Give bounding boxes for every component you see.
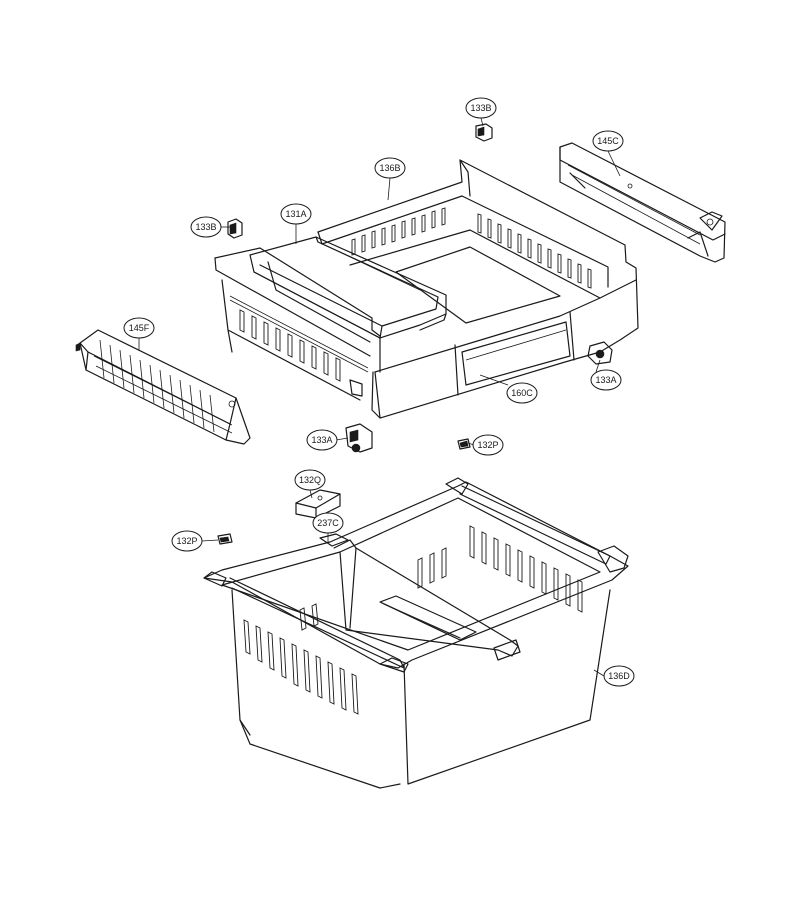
callout-145f: 145F [123,317,155,339]
svg-text:237C: 237C [317,518,339,528]
svg-text:133B: 133B [470,103,491,113]
svg-text:133B: 133B [195,222,216,232]
leader-lines [138,117,621,677]
part-131a-inner-bin [249,236,447,343]
basket-136d-front-slots [243,619,359,715]
svg-text:136B: 136B [379,163,400,173]
callout-132p-left: 132P [171,530,203,552]
part-132p-right [457,438,471,450]
callout-160c: 160C [506,382,538,404]
svg-text:133A: 133A [595,375,616,385]
svg-text:132P: 132P [176,536,197,546]
tray-136b-rear-slots [351,207,446,256]
part-132p-left [217,533,233,545]
callout-145c: 145C [592,130,624,152]
tray-136b-side-slots [477,213,592,289]
basket-136d-inner-slots [299,547,447,631]
part-133b-top [475,123,493,142]
svg-text:132P: 132P [477,440,498,450]
part-136d-lower-basket [203,477,629,789]
tray-136b-front-slots [239,309,341,382]
part-133b-left [227,218,243,239]
svg-text:131A: 131A [285,209,306,219]
callout-131a: 131A [280,203,312,225]
svg-text:133A: 133A [311,435,332,445]
part-133a-left-roller [345,423,373,453]
basket-136d-rear-slots [469,525,583,613]
callout-132q: 132Q [294,469,326,491]
callout-136b: 136B [374,157,406,179]
callout-136d: 136D [603,665,635,687]
callout-133a-right: 133A [590,369,622,391]
svg-text:160C: 160C [511,388,533,398]
callout-133b-top: 133B [465,97,497,119]
part-145c-rail [559,142,726,263]
callout-133b-left: 133B [190,216,222,238]
grille-145f-bars [93,339,233,434]
callout-237c: 237C [312,512,344,534]
callout-132p-right: 132P [472,434,504,456]
svg-text:145F: 145F [129,323,150,333]
part-145f-grille [75,329,251,445]
part-136b-upper-tray [214,159,639,419]
svg-text:136D: 136D [608,671,630,681]
part-133a-right-roller [587,341,613,365]
callout-133a-left: 133A [306,429,338,451]
svg-text:132Q: 132Q [299,475,321,485]
svg-text:145C: 145C [597,136,619,146]
